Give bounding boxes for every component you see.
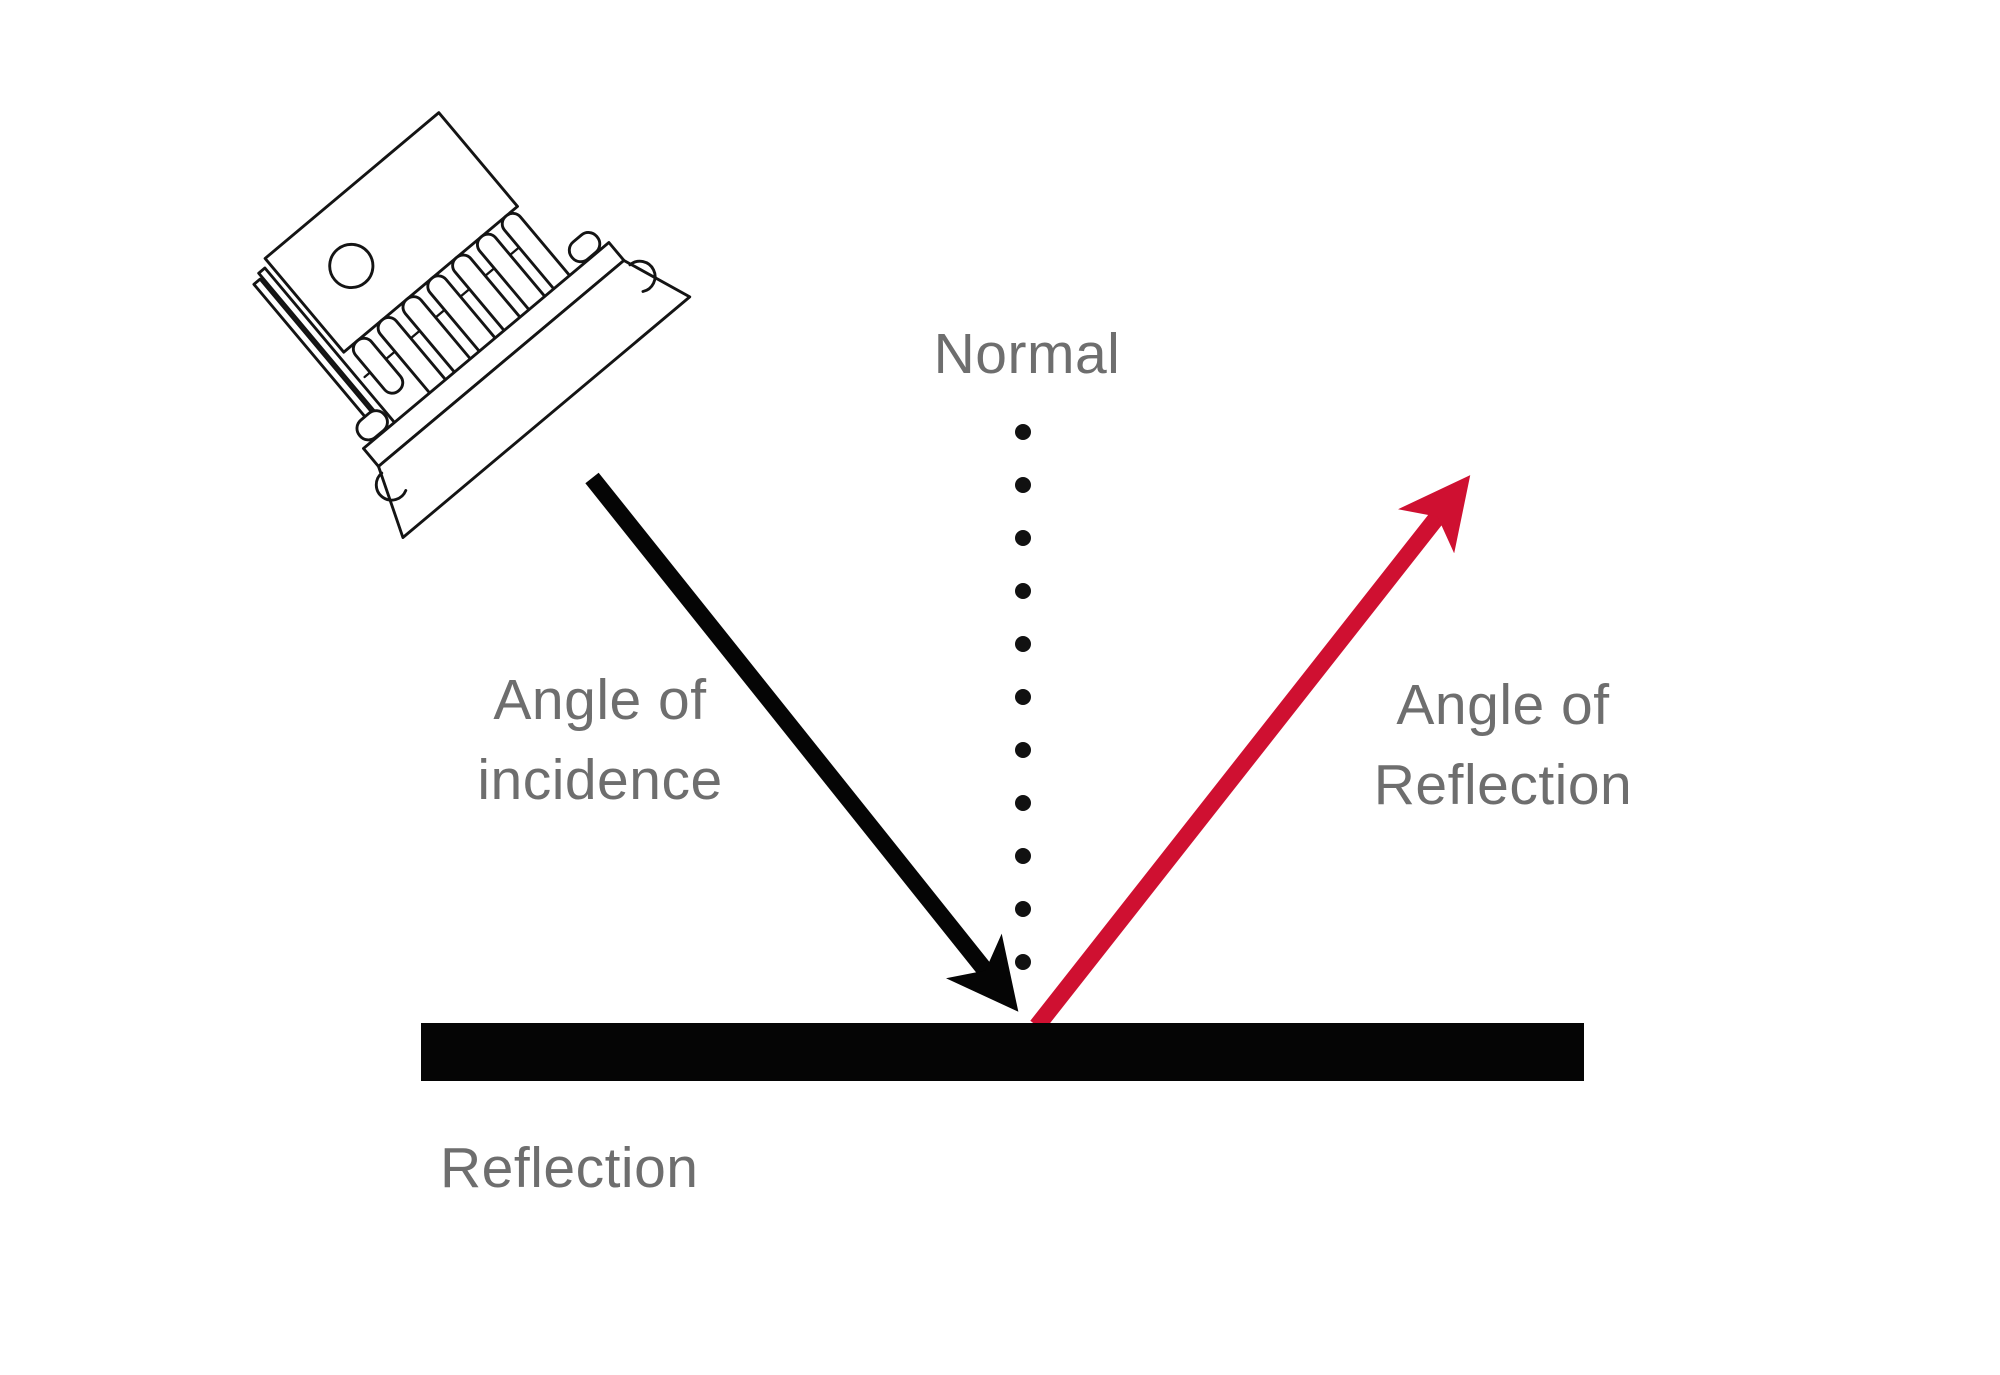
reflecting-surface-bar [421,1023,1584,1081]
incident-ray-arrow [585,472,1019,1012]
angle-of-reflection-line1: Angle of [1396,673,1610,737]
probe-hole [328,242,375,290]
reflection-caption: Reflection [440,1136,699,1200]
angle-of-incidence-label: Angle of incidence [477,660,722,820]
angle-of-reflection-line2: Reflection [1373,753,1633,817]
reflected-ray-arrow [1030,475,1471,1032]
probe-base [377,259,692,539]
probe-hook [628,259,657,293]
transducer-illustration [252,111,692,539]
angle-of-reflection-label: Angle of Reflection [1374,665,1632,825]
normal-label: Normal [933,322,1121,386]
angle-of-incidence-line1: Angle of [493,668,707,732]
probe-tooth [351,336,405,395]
angle-of-incidence-line2: incidence [477,748,723,812]
probe-hook [374,471,408,502]
